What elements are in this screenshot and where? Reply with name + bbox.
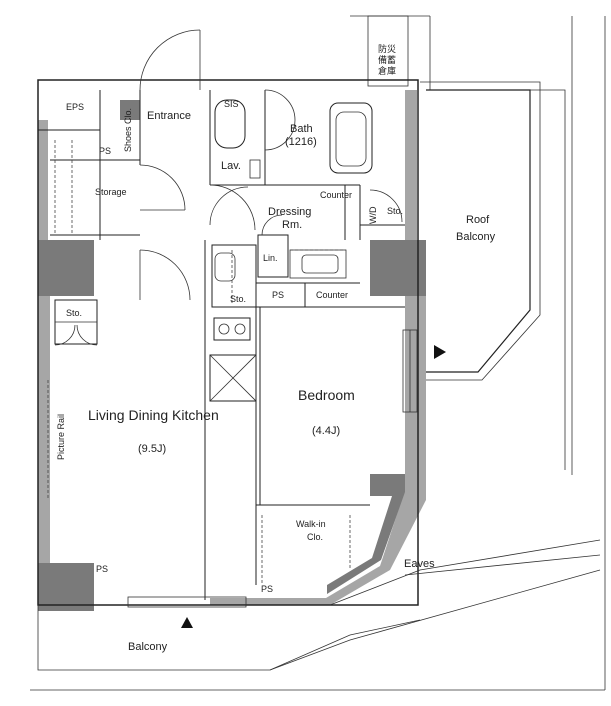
window-east — [402, 329, 418, 413]
bedroom-label: Bedroom — [298, 387, 355, 403]
closet-hatching — [47, 140, 351, 585]
roof-balcony — [420, 81, 541, 381]
ps-bedroom-label: PS — [261, 584, 273, 594]
entrance-label: Entrance — [147, 110, 191, 122]
walkin-clo-label: Clo. — [307, 532, 323, 542]
counter-bath-label: Counter — [320, 190, 352, 200]
ps-kitchen-label: PS — [272, 290, 284, 300]
doors — [54, 29, 403, 346]
balcony-area — [30, 539, 605, 691]
fire-storage-line-2: 備蓄 — [378, 54, 396, 65]
fixtures — [213, 99, 373, 341]
balcony-label: Balcony — [128, 641, 168, 653]
shoes-closet-label: Shoes Clo. — [123, 108, 133, 152]
roof-label: Roof — [466, 214, 490, 226]
eps-label: EPS — [66, 102, 84, 112]
fire-storage-label: 防災 備蓄 倉庫 — [378, 43, 396, 76]
sto-kitchen-label: Sto. — [230, 294, 246, 304]
dressing-rm-label: Rm. — [282, 219, 302, 231]
lav-label: Lav. — [221, 160, 241, 172]
wd-label: W/D — [368, 206, 378, 224]
building-outline — [350, 15, 606, 690]
counter-kitchen-label: Counter — [316, 290, 348, 300]
entry-arrow-north-icon — [181, 617, 193, 628]
bath-size-label: (1216) — [285, 136, 317, 148]
bedroom-size-label: (4.4J) — [312, 425, 340, 437]
sto-wd-label: Sto. — [387, 206, 403, 216]
storage-label: Storage — [95, 187, 127, 197]
sis-label: SIS — [224, 99, 239, 109]
dressing-label: Dressing — [268, 206, 311, 218]
eaves-label: Eaves — [404, 558, 435, 570]
ps-entrance-label: PS — [99, 146, 111, 156]
ps-ldk-label: PS — [96, 564, 108, 574]
lin-label: Lin. — [263, 253, 278, 263]
fire-storage-line-3: 倉庫 — [378, 65, 396, 76]
entry-arrow-east-icon — [434, 345, 446, 359]
walls — [38, 90, 426, 611]
picture-rail-label: Picture Rail — [56, 414, 66, 460]
ldk-label: Living Dining Kitchen — [88, 407, 219, 423]
ldk-size-label: (9.5J) — [138, 443, 166, 455]
roof-balcony-label: Balcony — [456, 231, 496, 243]
sto-ldk-label: Sto. — [66, 308, 82, 318]
fire-storage-line-1: 防災 — [378, 43, 396, 54]
walkin-label: Walk-in — [296, 519, 326, 529]
room-lines — [37, 79, 419, 608]
bath-label: Bath — [290, 123, 313, 135]
